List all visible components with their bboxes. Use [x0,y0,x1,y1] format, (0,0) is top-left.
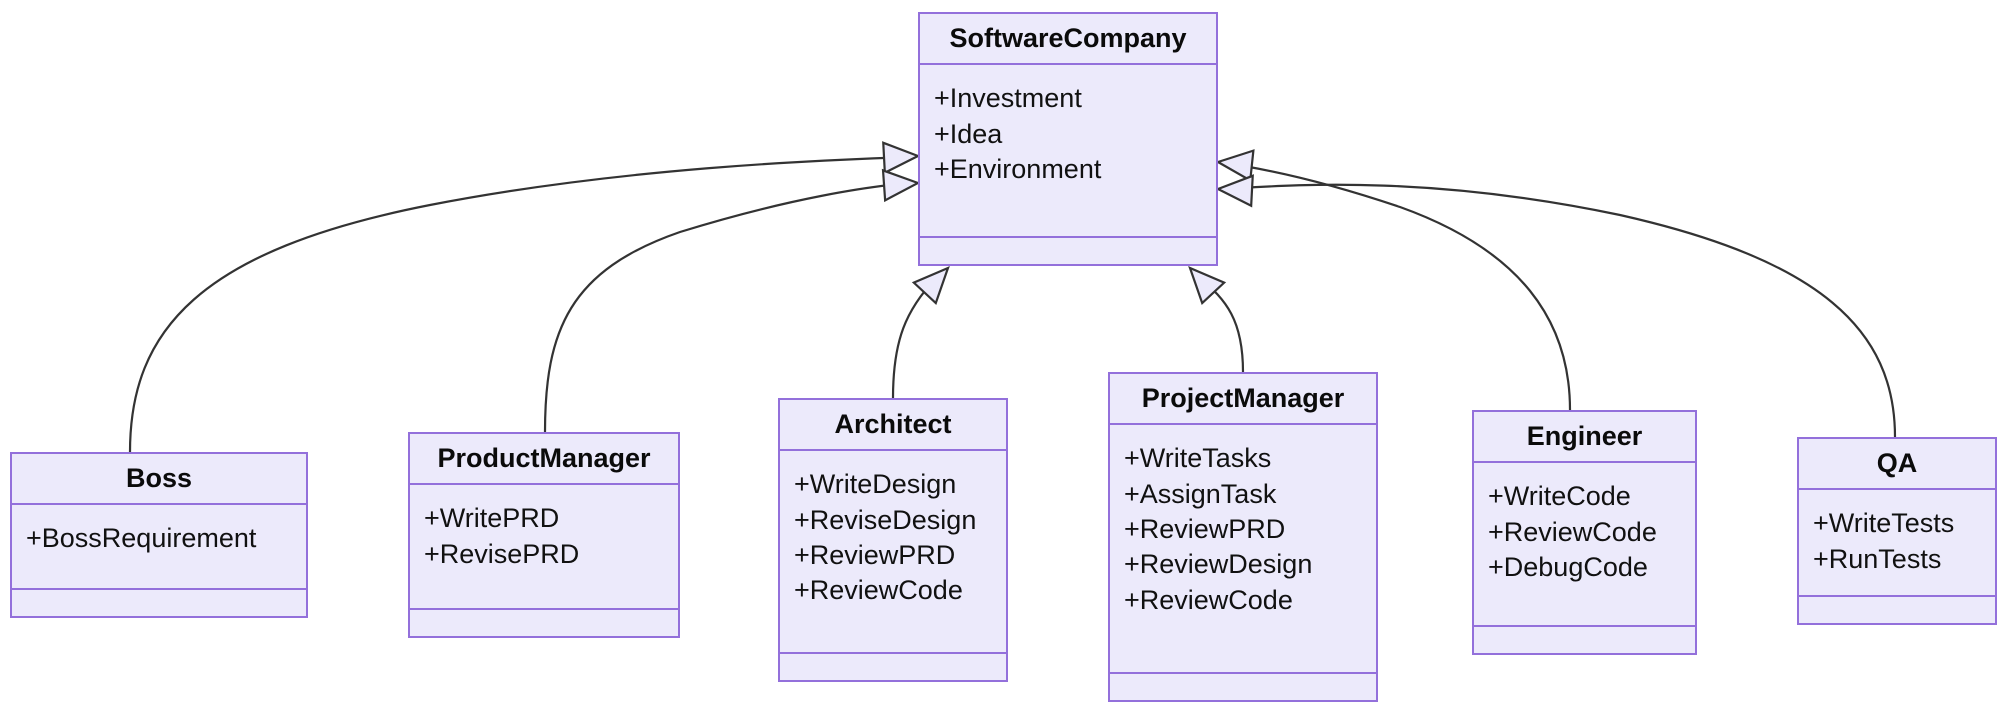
class-attribute: +ReviewCode [1488,516,1657,547]
class-attribute: +WriteCode [1488,481,1631,512]
class-methods [780,654,1006,680]
class-attribute: +BossRequirement [26,523,257,554]
edge-path [1199,277,1245,373]
inheritance-edge [891,266,950,399]
inheritance-edge [1215,149,1572,411]
class-attribute: +AssignTask [1124,478,1277,509]
class-methods [1799,597,1995,623]
class-attribute: +WriteTests [1813,508,1955,539]
class-attribute: +ReviseDesign [794,504,977,535]
class-attribute: +ReviewPRD [794,540,956,571]
class-methods [1110,674,1376,700]
class-attribute: +Idea [934,118,1003,149]
class-attribute: +RevisePRD [424,538,580,569]
inheritance-arrowhead [1215,174,1254,208]
class-node-project-manager[interactable]: ProjectManager +WriteTasks +AssignTask +… [1108,372,1378,702]
class-node-product-manager[interactable]: ProductManager +WritePRD +RevisePRD [408,432,680,638]
class-methods [920,238,1216,264]
class-attributes: +Investment +Idea +Environment [920,65,1216,238]
class-title: Engineer [1474,412,1695,464]
class-attribute: +DebugCode [1488,552,1648,583]
class-attribute: +ReviewCode [794,575,963,606]
class-title: QA [1799,439,1995,491]
class-title: Architect [780,400,1006,452]
class-attribute: +ReviewDesign [1124,549,1313,580]
class-title: Boss [12,454,306,506]
class-attribute: +RunTests [1813,543,1942,574]
inheritance-arrowhead [882,141,921,175]
class-node-architect[interactable]: Architect +WriteDesign +ReviseDesign +Re… [778,398,1008,682]
class-node-qa[interactable]: QA +WriteTests +RunTests [1797,437,1997,625]
inheritance-edge [1188,266,1245,373]
inheritance-arrowhead [1215,149,1255,183]
class-attribute: +WriteDesign [794,469,957,500]
class-title: SoftwareCompany [920,14,1216,66]
edge-path [543,181,913,433]
class-attributes: +BossRequirement [12,505,306,590]
class-attribute: +Environment [934,154,1102,185]
inheritance-arrowhead [881,168,921,203]
inheritance-edge [543,168,921,433]
class-attributes: +WritePRD +RevisePRD [410,485,678,610]
class-attributes: +WriteTasks +AssignTask +ReviewPRD +Revi… [1110,425,1376,674]
class-attribute: +ReviewCode [1124,584,1293,615]
class-attribute: +WritePRD [424,503,560,534]
class-title: ProjectManager [1110,374,1376,426]
class-attributes: +WriteDesign +ReviseDesign +ReviewPRD +R… [780,451,1006,654]
class-methods [1474,627,1695,653]
class-attribute: +ReviewPRD [1124,514,1286,545]
class-methods [12,590,306,616]
class-node-engineer[interactable]: Engineer +WriteCode +ReviewCode +DebugCo… [1472,410,1697,655]
class-node-software-company[interactable]: SoftwareCompany +Investment +Idea +Envir… [918,12,1218,266]
class-attribute: +Investment [934,83,1082,114]
class-title: ProductManager [410,434,678,486]
edge-path [891,277,937,399]
class-attribute: +WriteTasks [1124,443,1272,474]
class-methods [410,610,678,636]
class-attributes: +WriteCode +ReviewCode +DebugCode [1474,463,1695,627]
class-attributes: +WriteTests +RunTests [1799,490,1995,597]
class-node-boss[interactable]: Boss +BossRequirement [10,452,308,618]
